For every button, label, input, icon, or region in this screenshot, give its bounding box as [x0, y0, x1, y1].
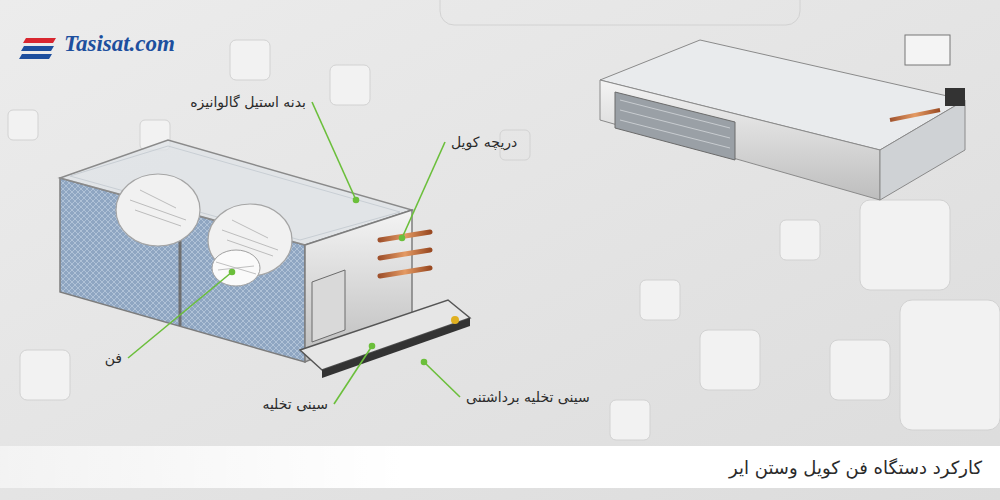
logo-icon: [19, 38, 56, 59]
fan-coil-photo: [600, 35, 965, 200]
logo-text: Tasisat.com: [64, 31, 175, 57]
leader-lines: [128, 102, 460, 404]
fan-coil-unit: [60, 140, 470, 378]
part-label: فن: [105, 349, 122, 367]
caption-band: کارکرد دستگاه فن کویل وستن ایر: [0, 446, 1000, 488]
part-label: سینی تخلیه برداشتنی: [466, 388, 590, 406]
decor-squares: [8, 0, 1000, 440]
part-label: سینی تخلیه: [262, 395, 328, 413]
part-label: بدنه استیل گالوانیزه: [190, 93, 306, 111]
part-label: دریچه کویل: [451, 133, 517, 151]
caption: کارکرد دستگاه فن کویل وستن ایر: [729, 457, 982, 478]
